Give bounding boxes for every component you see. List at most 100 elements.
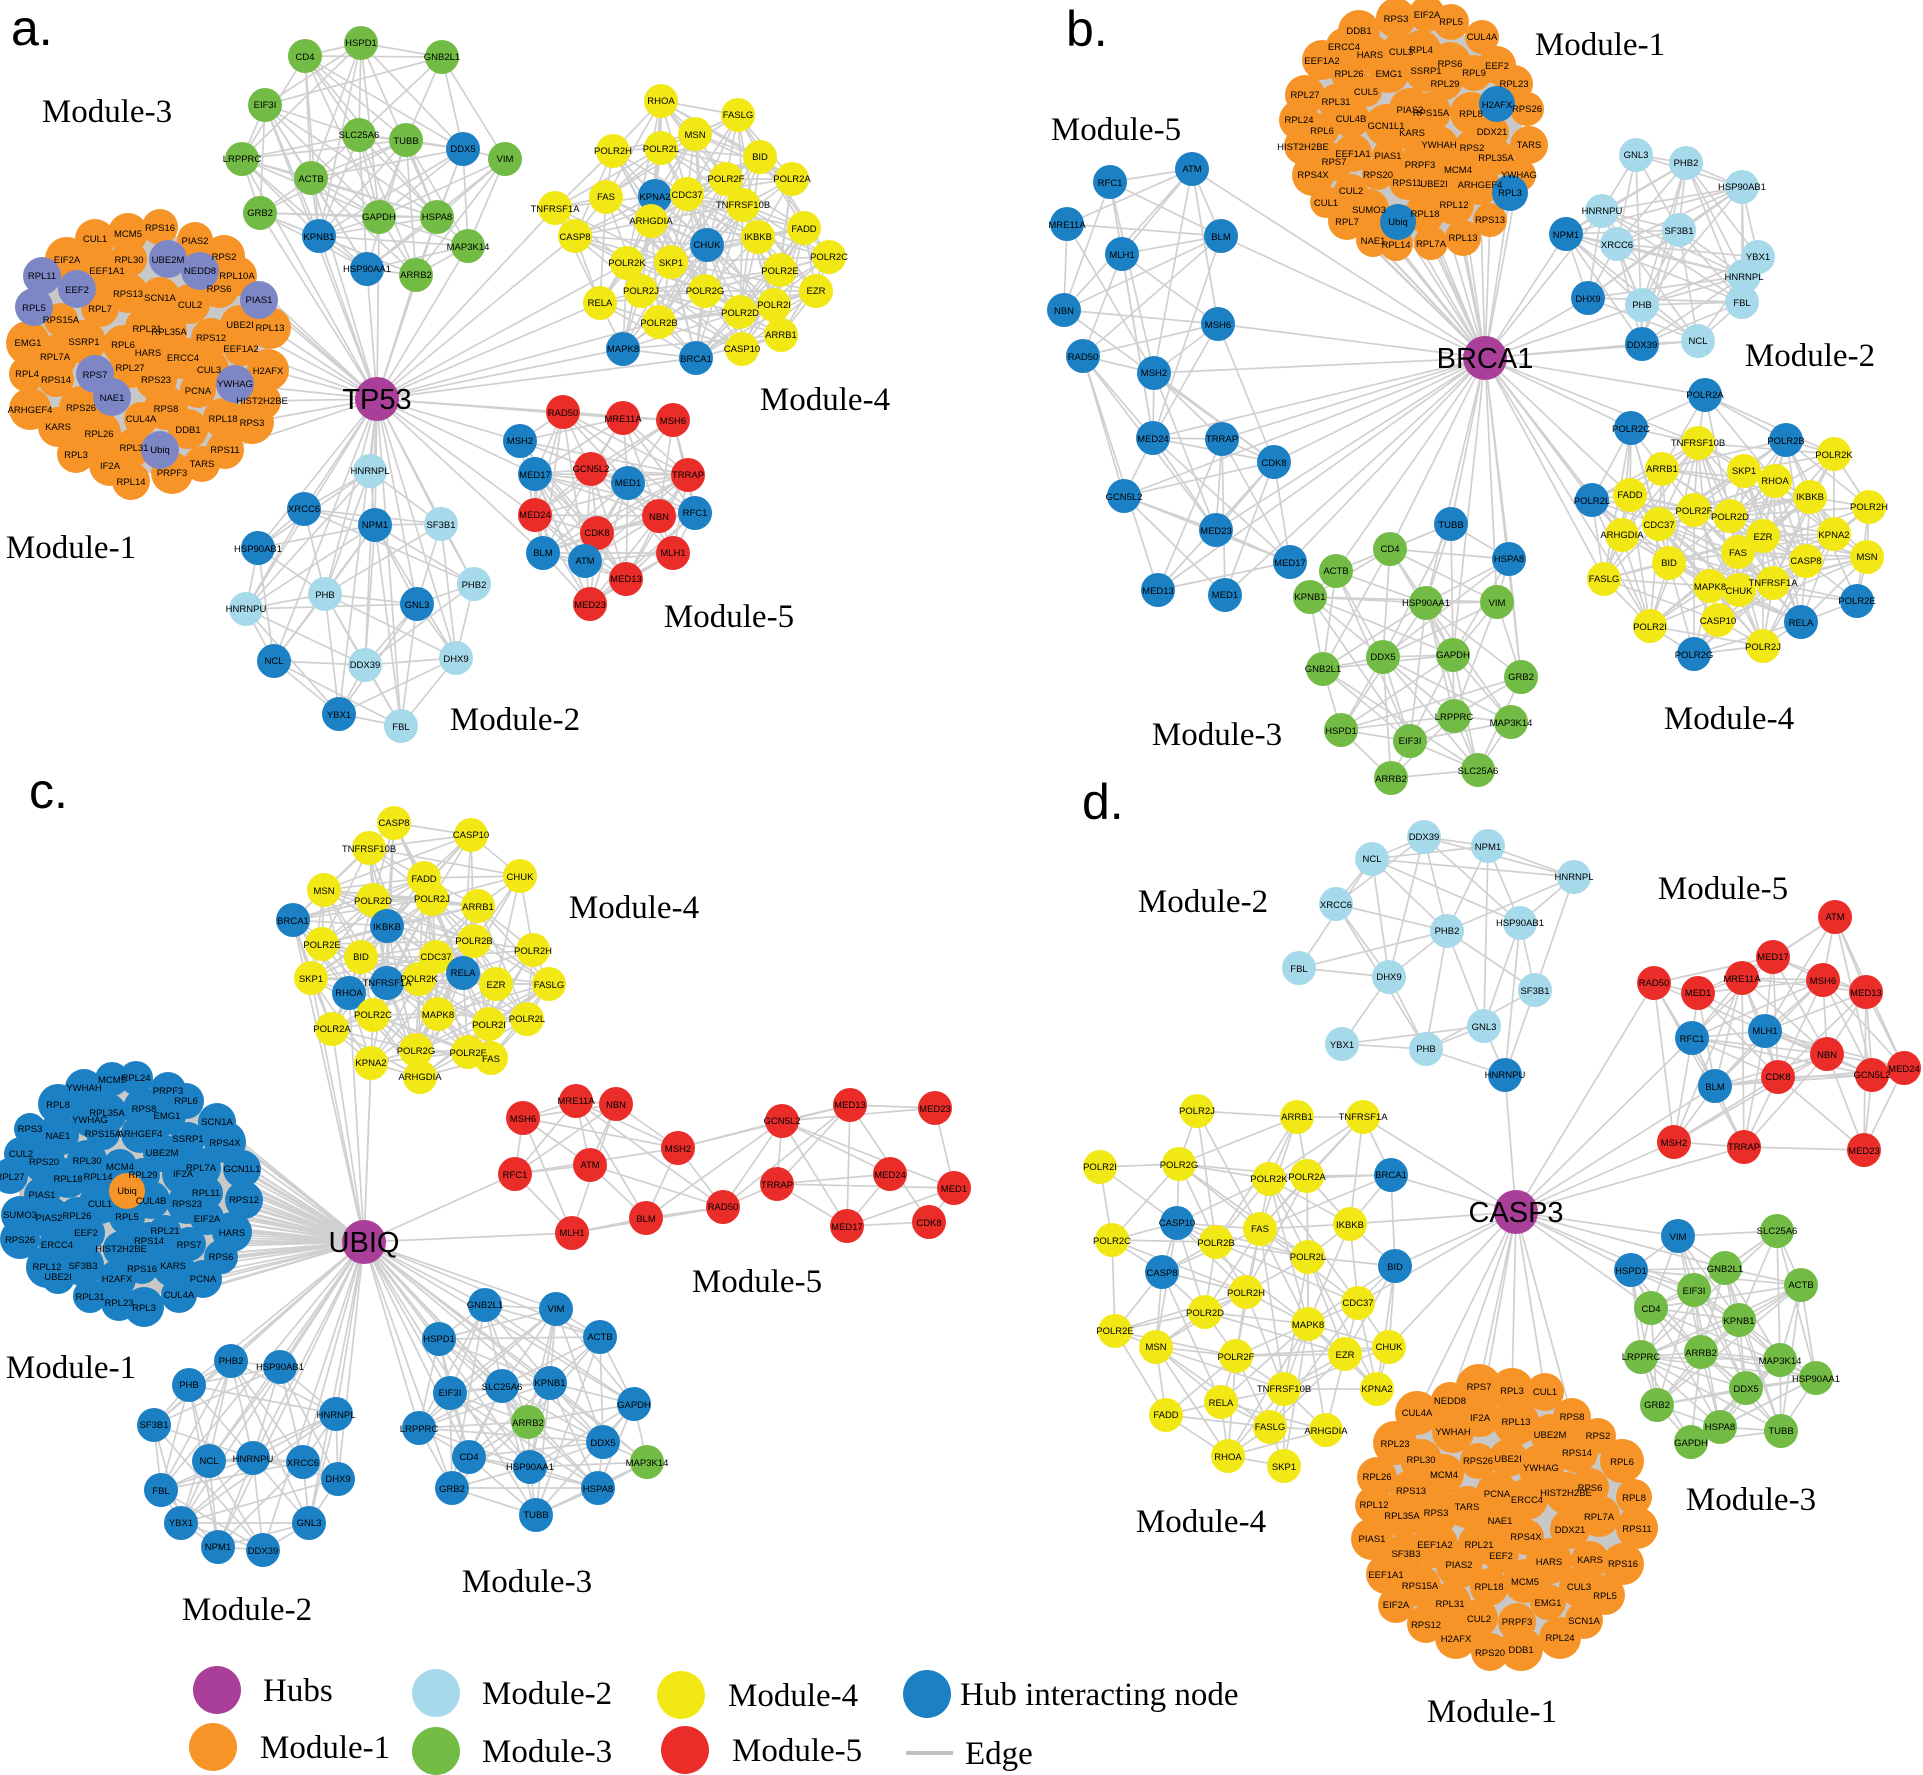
svg-text:POLR2G: POLR2G [1160,1160,1199,1171]
svg-text:RPL23: RPL23 [1380,1439,1409,1450]
svg-text:RPS26: RPS26 [1463,1456,1493,1467]
svg-text:POLR2I: POLR2I [757,300,791,311]
svg-text:TNFRSF10B: TNFRSF10B [1257,1384,1311,1395]
svg-text:RPS7: RPS7 [83,370,108,381]
svg-text:TNFRSF1A: TNFRSF1A [1748,578,1798,589]
svg-text:PHB2: PHB2 [1674,158,1699,169]
svg-text:RPS6: RPS6 [1438,59,1463,70]
svg-text:HNRNPU: HNRNPU [226,604,267,615]
svg-text:IKBKB: IKBKB [373,922,401,933]
svg-text:MED23: MED23 [574,600,606,611]
svg-text:MSN: MSN [684,130,705,141]
svg-text:POLR2A: POLR2A [1288,1172,1326,1183]
svg-text:Module-3: Module-3 [1686,1482,1816,1518]
svg-text:RPL7: RPL7 [1335,217,1359,228]
svg-text:RPL31: RPL31 [1435,1599,1464,1610]
svg-text:GNB2L1: GNB2L1 [467,1300,503,1311]
svg-text:CUL1: CUL1 [1533,1387,1557,1398]
svg-text:CUL1: CUL1 [1314,198,1338,209]
svg-text:MAPK8: MAPK8 [1694,582,1726,593]
svg-text:b.: b. [1066,1,1108,57]
svg-text:CHUK: CHUK [694,240,722,251]
svg-text:PIAS2: PIAS2 [182,236,209,247]
svg-text:ERCC4: ERCC4 [1328,42,1360,53]
svg-text:SLC25A6: SLC25A6 [339,130,380,141]
svg-text:SSRP1: SSRP1 [68,337,99,348]
svg-text:PHB2: PHB2 [1435,926,1460,937]
svg-text:POLR2D: POLR2D [354,896,392,907]
svg-text:POLR2E: POLR2E [303,940,341,951]
svg-text:KPNA2: KPNA2 [1361,1384,1392,1395]
svg-text:YWHAH: YWHAH [1435,1427,1471,1438]
svg-text:LRPPRC: LRPPRC [1622,1352,1661,1363]
svg-text:IF2A: IF2A [1470,1413,1491,1424]
svg-text:IF2A: IF2A [100,461,121,472]
svg-text:FBL: FBL [152,1486,169,1497]
svg-text:UBE2I: UBE2I [44,1272,71,1283]
svg-text:RPL35A: RPL35A [1478,153,1514,164]
svg-text:RPL26: RPL26 [1334,69,1363,80]
svg-text:MED1: MED1 [941,1184,967,1195]
svg-text:GAPDH: GAPDH [617,1400,651,1411]
svg-text:RPL13: RPL13 [1448,233,1477,244]
svg-text:MRE11A: MRE11A [1723,974,1761,985]
svg-text:DDX5: DDX5 [1733,1384,1758,1395]
svg-text:HSPA8: HSPA8 [422,212,452,223]
svg-text:RPS14: RPS14 [1562,1448,1592,1459]
svg-text:MED24: MED24 [874,1170,906,1181]
svg-text:RPL8: RPL8 [1622,1493,1646,1504]
svg-text:FAS: FAS [1729,548,1747,559]
svg-text:RPS20: RPS20 [1475,1648,1505,1659]
svg-text:MSH2: MSH2 [1141,368,1167,379]
svg-text:Module-2: Module-2 [1745,338,1875,374]
svg-text:GNB2L1: GNB2L1 [1707,1264,1743,1275]
svg-text:Module-5: Module-5 [692,1264,822,1300]
svg-text:POLR2E: POLR2E [761,266,799,277]
svg-text:LRPPRC: LRPPRC [1435,712,1474,723]
svg-text:ATM: ATM [1182,164,1201,175]
svg-text:SF3B1: SF3B1 [426,520,455,531]
svg-text:DDX39: DDX39 [350,660,381,671]
svg-text:RPL7A: RPL7A [1584,1512,1615,1523]
svg-text:SLC25A6: SLC25A6 [1757,1226,1798,1237]
svg-text:FAS: FAS [1251,1224,1269,1235]
svg-text:SF3B1: SF3B1 [1664,226,1693,237]
svg-text:RPS13: RPS13 [1475,215,1505,226]
svg-text:VIM: VIM [548,1304,565,1315]
svg-text:CDC37: CDC37 [671,190,702,201]
svg-text:HSPD1: HSPD1 [1325,726,1357,737]
svg-text:Module-5: Module-5 [1051,112,1181,148]
svg-text:EMG1: EMG1 [154,1111,181,1122]
svg-text:RPL3: RPL3 [132,1303,156,1314]
svg-text:CD4: CD4 [459,1452,478,1463]
svg-text:RAD50: RAD50 [548,408,579,419]
svg-text:BRCA1: BRCA1 [1375,1170,1407,1181]
svg-text:DHX9: DHX9 [443,654,468,665]
svg-text:MED13: MED13 [834,1100,866,1111]
svg-text:ARRB2: ARRB2 [400,270,432,281]
svg-text:EEF2: EEF2 [1485,61,1509,72]
svg-text:ACTB: ACTB [587,1332,612,1343]
svg-text:CUL4B: CUL4B [1336,114,1367,125]
svg-text:HSP90AA1: HSP90AA1 [1792,1374,1840,1385]
svg-text:Module-1: Module-1 [1427,1694,1557,1730]
svg-text:NEDD8: NEDD8 [184,266,216,277]
svg-text:MCM4: MCM4 [1430,1470,1458,1481]
svg-text:XRCC6: XRCC6 [1601,240,1633,251]
svg-text:RFC1: RFC1 [503,1170,528,1181]
svg-text:CUL5: CUL5 [1354,87,1378,98]
svg-text:PHB: PHB [1632,300,1652,311]
svg-text:RPL27: RPL27 [1290,90,1319,101]
svg-text:BID: BID [353,952,369,963]
svg-text:ATM: ATM [1825,912,1844,923]
svg-text:RPS3: RPS3 [240,418,265,429]
svg-text:RPS8: RPS8 [132,1104,157,1115]
svg-text:Module-2: Module-2 [182,1592,312,1628]
svg-text:CDC37: CDC37 [1342,1298,1373,1309]
svg-text:CD4: CD4 [1641,1304,1660,1315]
svg-text:EEF2: EEF2 [74,1228,98,1239]
svg-text:MSH2: MSH2 [507,436,533,447]
svg-text:POLR2J: POLR2J [623,286,659,297]
svg-text:MLH1: MLH1 [1752,1026,1777,1037]
svg-text:RAD50: RAD50 [708,1202,739,1213]
